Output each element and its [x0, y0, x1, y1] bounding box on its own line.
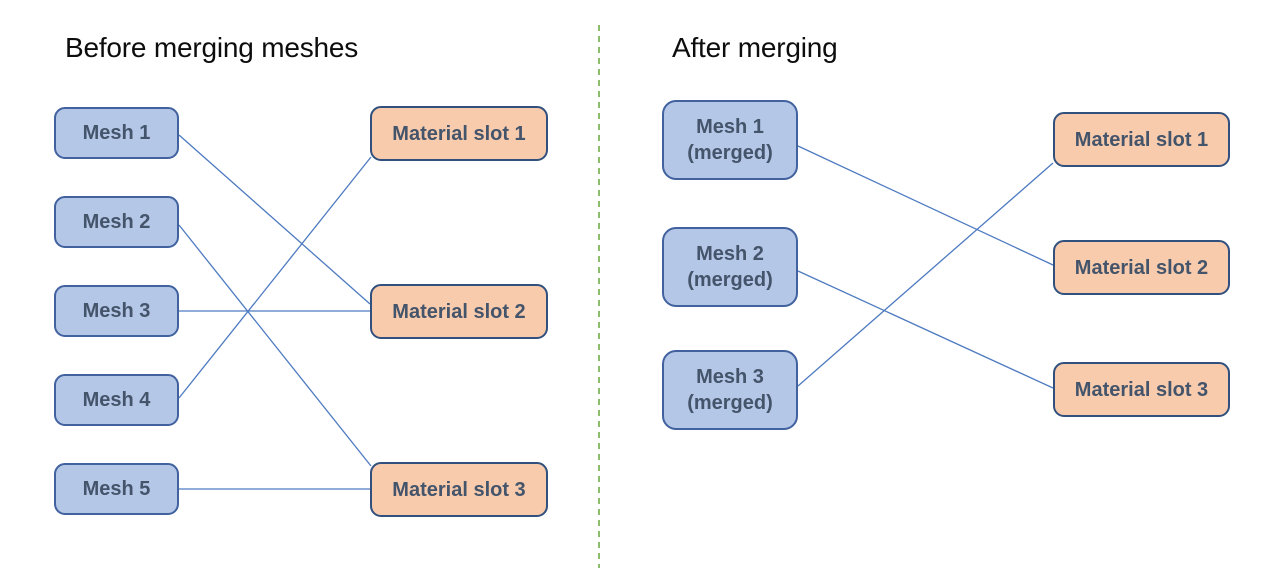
node-label: Mesh 3 — [696, 366, 764, 388]
node-label: Mesh 1 — [696, 116, 764, 138]
node-mesh1: Mesh 1 — [54, 107, 179, 159]
connector-mesh3-merged-slot1-after — [797, 162, 1054, 387]
after-title: After merging — [672, 32, 838, 63]
node-label: (merged) — [687, 392, 773, 414]
node-label: Material slot 3 — [1074, 378, 1209, 401]
node-label: Mesh 1 — [82, 122, 151, 144]
node-label: Mesh 5 — [82, 478, 151, 500]
node-label: Material slot 1 — [1074, 128, 1209, 151]
node-mesh3: Mesh 3 — [54, 285, 179, 337]
node-label: Mesh 2 — [696, 243, 764, 265]
node-label: Mesh 4 — [82, 389, 151, 411]
node-slot2: Material slot 2 — [370, 284, 548, 339]
node-mesh2-merged: Mesh 2 (merged) — [662, 227, 798, 307]
node-label: Mesh 3 — [82, 300, 151, 322]
node-label: (merged) — [687, 142, 773, 164]
connector-mesh2-slot3 — [178, 224, 372, 467]
node-slot1: Material slot 1 — [370, 106, 548, 161]
node-label: Material slot 3 — [392, 478, 526, 501]
node-label: Material slot 1 — [392, 122, 526, 145]
before-title: Before merging meshes — [65, 32, 359, 63]
node-label: Mesh 2 — [82, 211, 151, 233]
node-slot2-after: Material slot 2 — [1053, 240, 1230, 295]
node-mesh5: Mesh 5 — [54, 463, 179, 515]
node-mesh3-merged: Mesh 3 (merged) — [662, 350, 798, 430]
node-label: (merged) — [687, 269, 773, 291]
node-mesh2: Mesh 2 — [54, 196, 179, 248]
node-label: Material slot 2 — [1074, 256, 1209, 279]
node-slot3: Material slot 3 — [370, 462, 548, 517]
node-mesh4: Mesh 4 — [54, 374, 179, 426]
connector-mesh1-merged-slot2-after — [797, 145, 1054, 266]
node-label: Material slot 2 — [392, 300, 526, 323]
node-slot3-after: Material slot 3 — [1053, 362, 1230, 417]
connector-mesh2-merged-slot3-after — [797, 270, 1054, 389]
node-mesh1-merged: Mesh 1 (merged) — [662, 100, 798, 180]
node-slot1-after: Material slot 1 — [1053, 112, 1230, 167]
connector-mesh1-slot2 — [178, 134, 371, 305]
connector-mesh4-slot1 — [178, 156, 372, 399]
